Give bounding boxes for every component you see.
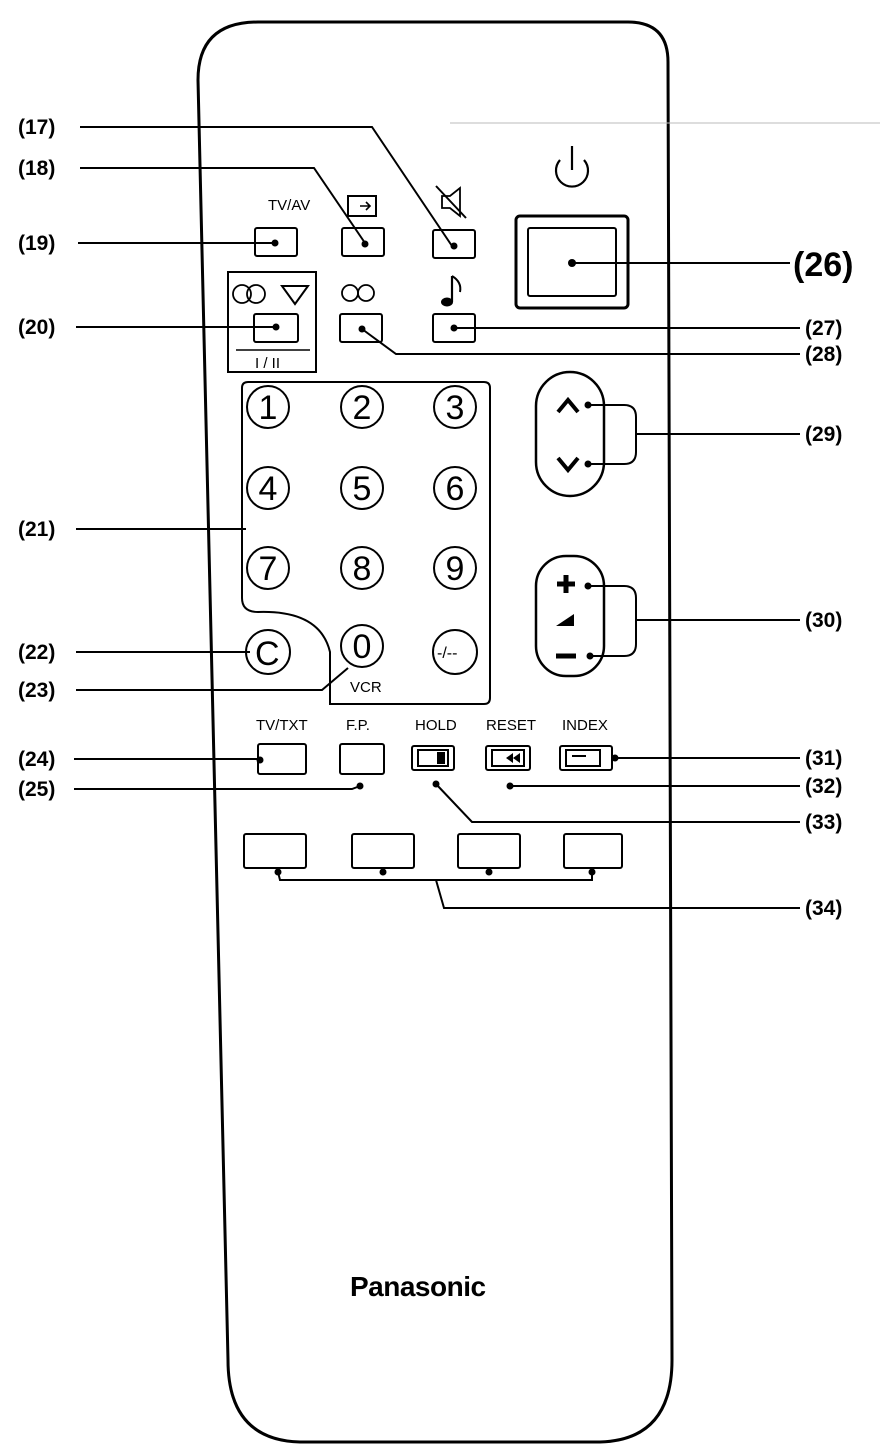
input-select-dot [361,240,369,248]
leader-23 [76,667,349,691]
keypad-key-9[interactable] [433,546,477,590]
mute-icon [435,185,467,219]
clear-key-label: C [255,635,280,673]
keypad-key-5[interactable] [340,466,384,510]
callout-17: (17) [18,116,55,139]
stereo-icon [232,284,266,304]
keypad-key-label-2: 2 [353,389,372,427]
callout-34: (34) [805,897,842,920]
keypad-key-label-3: 3 [446,389,465,427]
callout-26: (26) [793,246,853,284]
leader-28 [361,328,800,355]
plus-icon[interactable] [557,575,575,593]
keypad-key-8[interactable] [340,546,384,590]
callout-30: (30) [805,609,842,632]
index-icon [565,749,601,767]
fp-label: F.P. [346,717,370,734]
hold-label: HOLD [415,717,457,734]
callout-22: (22) [18,641,55,664]
keypad-frame [241,381,491,705]
keypad-key-3[interactable] [433,385,477,429]
keypad-key-label-9: 9 [446,550,465,588]
keypad-key-2[interactable] [340,385,384,429]
leader-34 [277,871,800,909]
callout-19: (19) [18,232,55,255]
fastext-green-button[interactable] [351,833,415,869]
callout-24: (24) [18,748,55,771]
remote-body-outline [196,20,674,1444]
dash-key[interactable] [432,629,478,675]
fastext-yellow-button[interactable] [457,833,521,869]
input-icon [347,195,377,217]
tv-av-label: TV/AV [268,197,310,214]
fastext-blue-button[interactable] [563,833,623,869]
brand-logo: Panasonic [350,1271,486,1302]
keypad-key-label-6: 6 [446,470,465,508]
keypad-key-label-4: 4 [259,470,278,508]
fp-button[interactable] [339,743,385,775]
leader-18 [80,167,366,244]
keypad-key-6[interactable] [433,466,477,510]
keypad-key-label-0: 0 [353,628,372,666]
callout-32: (32) [805,775,842,798]
keypad-key-7[interactable] [246,546,290,590]
callout-29: (29) [805,423,842,446]
leader-30 [588,585,800,657]
keypad-key-4[interactable] [246,466,290,510]
dual-sound-label: I / II [255,355,280,372]
callout-23: (23) [18,679,55,702]
dash-key-label: -/-- [437,645,457,662]
leader-33 [435,783,800,823]
chevron-down-icon[interactable] [556,456,580,474]
volume-ramp-icon [556,614,574,626]
reset-label: RESET [486,717,536,734]
chevron-up-icon[interactable] [556,396,580,414]
callout-20: (20) [18,316,55,339]
callout-33: (33) [805,811,842,834]
vcr-label: VCR [350,679,382,696]
leader-25 [74,785,361,790]
callout-28: (28) [805,343,842,366]
triangle-down-icon [280,285,310,306]
keypad-key-label-5: 5 [353,470,372,508]
reset-icon-arrows [506,753,520,763]
index-label: INDEX [562,717,608,734]
tv-txt-label: TV/TXT [256,717,308,734]
callout-31: (31) [805,747,842,770]
keypad-key-label-8: 8 [353,550,372,588]
callout-21: (21) [18,518,55,541]
tv-txt-button[interactable] [257,743,307,775]
leader-17 [80,126,453,247]
fastext-red-button[interactable] [243,833,307,869]
power-icon [554,146,590,188]
keypad-key-label-1: 1 [259,389,278,427]
callout-27: (27) [805,317,842,340]
keypad-key-1[interactable] [246,385,290,429]
callout-25: (25) [18,778,55,801]
keypad-keys: 1 2 3 4 5 6 7 8 9 0 [246,385,477,668]
channel-rocker [534,370,606,498]
fastext-yellow-dot [485,868,493,876]
leader-29 [588,404,800,465]
keypad-key-label-7: 7 [259,550,278,588]
surround-icon [341,284,375,302]
hold-icon-bar [437,752,445,764]
mute-dot [450,242,458,250]
callout-18: (18) [18,157,55,180]
fastext-green-dot [379,868,387,876]
music-note-icon [441,275,462,307]
keypad-key-0[interactable] [340,624,384,668]
